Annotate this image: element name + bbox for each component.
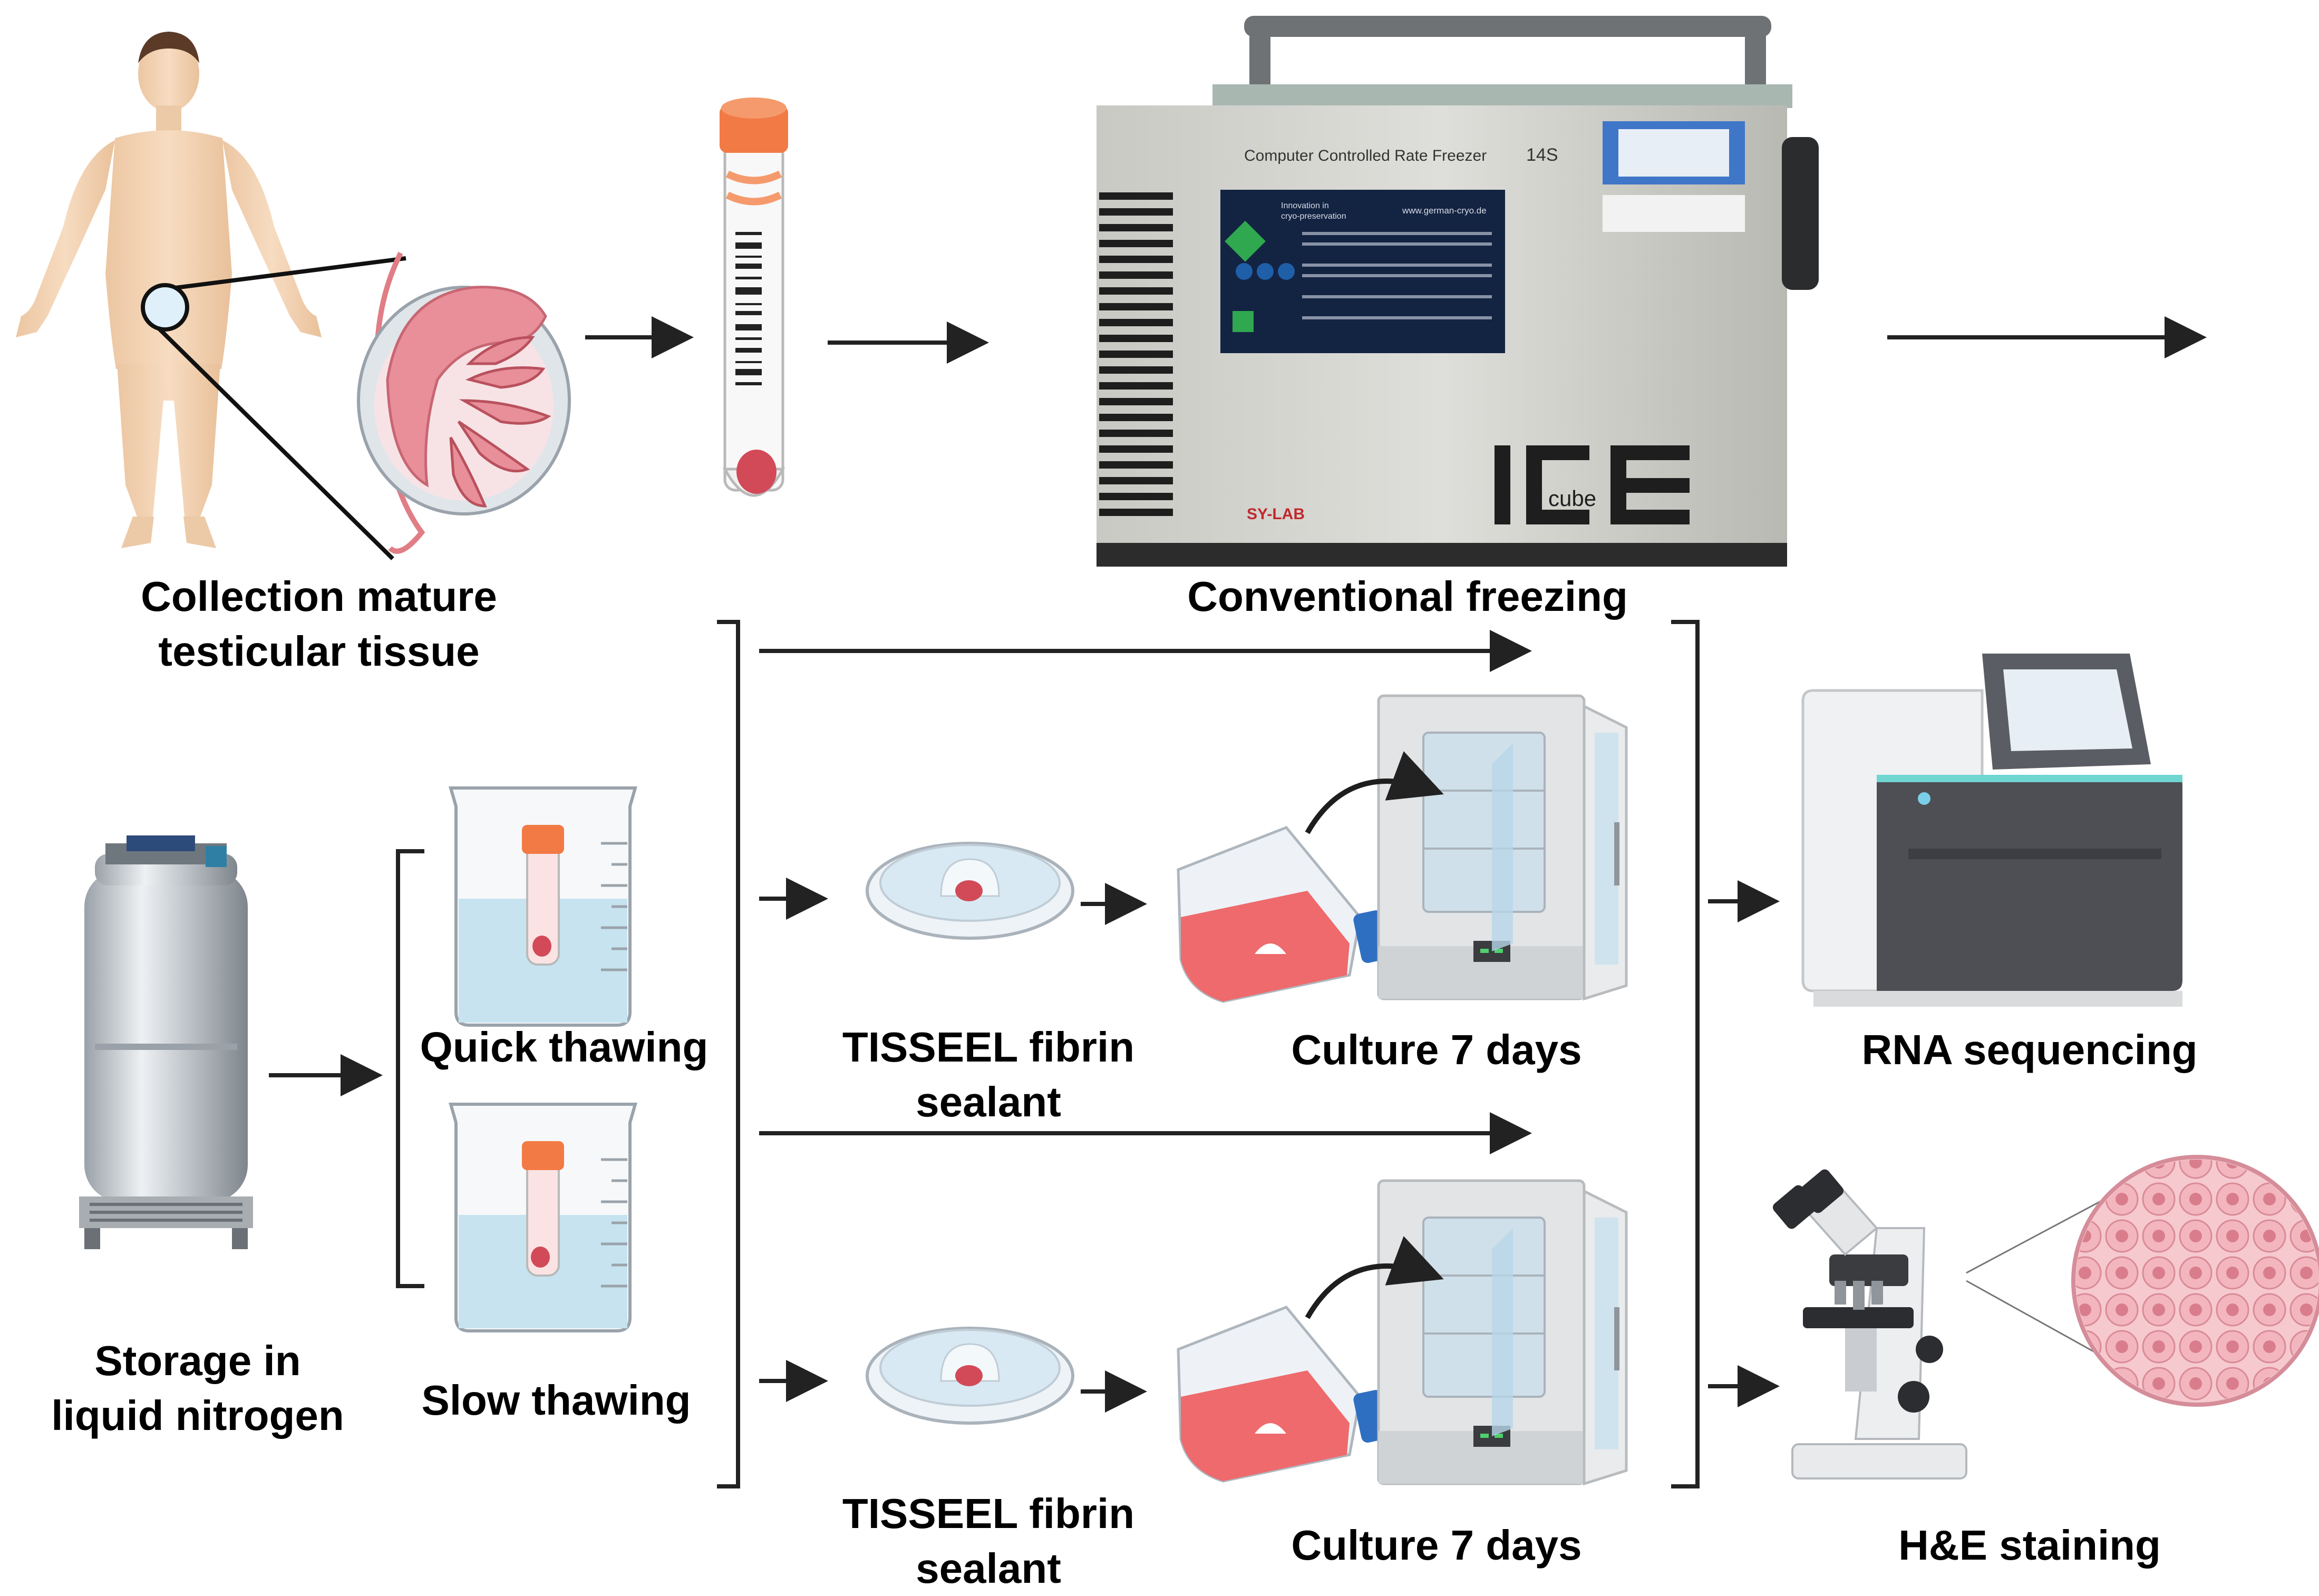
incubator-icon-bottom	[1305, 1179, 1628, 1486]
tube-icon	[720, 98, 788, 497]
label-conventional-freezing: Conventional freezing	[1187, 573, 1628, 620]
top-arrows	[585, 316, 2207, 364]
bracket-right	[1671, 620, 1700, 1488]
label-he-staining: H&E staining	[1898, 1522, 2161, 1569]
beaker-icon-quick	[449, 786, 637, 1027]
beaker-icon-slow	[449, 1103, 637, 1332]
label-collection: Collection mature testicular tissue	[141, 573, 497, 675]
incubator-icon-top	[1305, 694, 1628, 1001]
label-fibrin-top: TISSEEL fibrin sealant	[842, 1024, 1135, 1125]
panel-url: www.german-cryo.de	[1402, 206, 1487, 216]
label-quick-thawing: Quick thawing	[420, 1024, 709, 1071]
freezer-header: Computer Controlled Rate Freezer	[1244, 147, 1487, 164]
bracket-left	[717, 620, 740, 1488]
freezer-logo-big: ICE	[1500, 463, 1502, 464]
dewar-icon	[79, 835, 253, 1249]
human-body-icon	[16, 32, 406, 560]
flask-icon-top	[1177, 826, 1390, 1003]
petri-dish-icon-bottom	[866, 1327, 1074, 1425]
label-rna-sequencing: RNA sequencing	[1861, 1026, 2198, 1073]
panel-line2: cryo-preservation	[1281, 212, 1346, 221]
freezer-icon: Computer Controlled Rate Freezer 14S Inn…	[1097, 16, 1819, 567]
freezer-model: 14S	[1526, 145, 1558, 165]
magnifier-lines	[1966, 1188, 2125, 1361]
freezer-brand: SY-LAB	[1247, 505, 1305, 523]
label-fibrin-bottom: TISSEEL fibrin sealant	[842, 1490, 1135, 1592]
flask-icon-bottom	[1177, 1306, 1390, 1483]
label-culture-bottom: Culture 7 days	[1291, 1522, 1582, 1569]
microscope-icon	[1772, 1169, 1967, 1480]
middle-arrows	[269, 630, 1780, 1413]
sequencer-icon	[1801, 654, 2182, 1007]
tissue-cells-icon	[2071, 1155, 2319, 1407]
label-slow-thawing: Slow thawing	[421, 1377, 691, 1424]
brackets	[396, 620, 1700, 1488]
label-storage: Storage in liquid nitrogen	[51, 1337, 344, 1439]
label-culture-top: Culture 7 days	[1291, 1026, 1582, 1073]
testis-icon	[357, 251, 571, 554]
bracket-thawing	[396, 849, 424, 1288]
panel-line1: Innovation in	[1281, 201, 1329, 210]
petri-dish-icon-top	[866, 842, 1074, 940]
freezer-logo-small: cube	[1548, 486, 1596, 511]
